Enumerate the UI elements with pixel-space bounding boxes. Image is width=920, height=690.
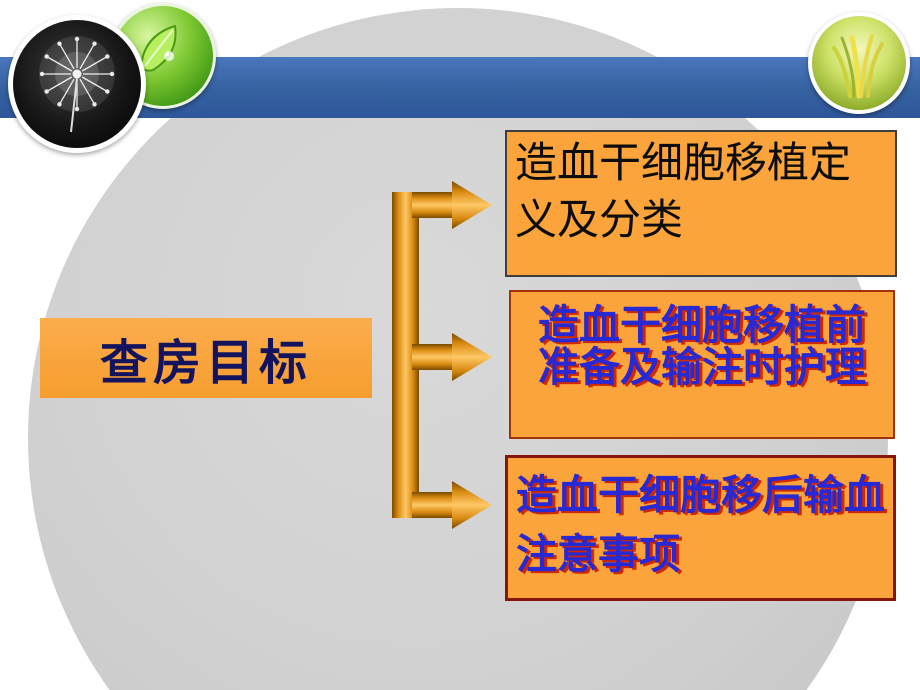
dandelion-icon	[39, 36, 115, 133]
leaf-icon	[139, 24, 177, 72]
grass-photo	[808, 12, 910, 114]
topic-3-line-2: 注意事项	[516, 531, 680, 578]
dandelion-photo	[8, 15, 146, 153]
topic-box-3: 造血干细胞移后输血 注意事项	[505, 455, 896, 601]
topic-1-text: 造血干细胞移植定义及分类	[515, 141, 852, 244]
topic-2-line-2: 准备及输注时护理	[538, 344, 866, 391]
grass-icon	[832, 34, 884, 99]
topic-box-2: 造血干细胞移植前 准备及输注时护理	[509, 290, 895, 439]
topic-3-line-1: 造血干细胞移后输血	[516, 472, 885, 518]
title-box: 查房目标	[40, 318, 372, 398]
topic-2-line-1: 造血干细胞移植前	[538, 302, 866, 348]
topic-box-1: 造血干细胞移植定义及分类	[505, 130, 897, 277]
slide-title: 查房目标	[99, 337, 312, 390]
